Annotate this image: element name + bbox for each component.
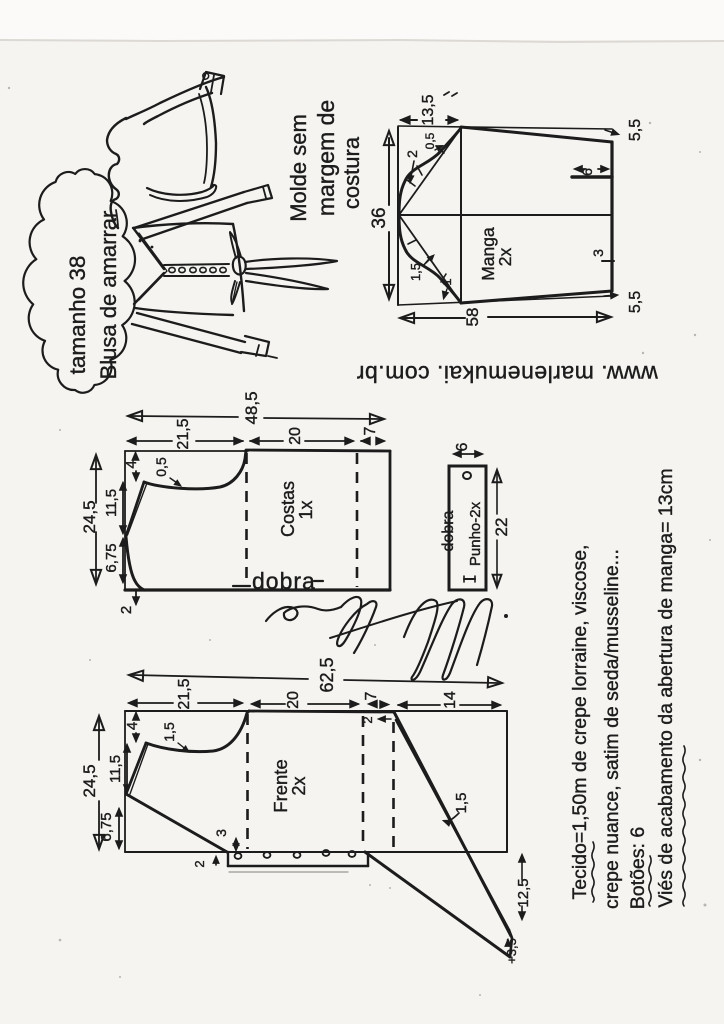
svg-text:7: 7 xyxy=(363,691,380,700)
svg-text:5,5: 5,5 xyxy=(627,119,644,141)
svg-text:2: 2 xyxy=(192,860,207,867)
svg-text:2x: 2x xyxy=(495,248,515,267)
svg-text:11,5: 11,5 xyxy=(107,755,124,783)
svg-text:Punho-2x: Punho-2x xyxy=(467,501,484,566)
svg-text:21,5: 21,5 xyxy=(175,418,192,449)
svg-text:tamanho 38: tamanho 38 xyxy=(65,256,90,375)
svg-text:www. marlenemukai. com.br: www. marlenemukai. com.br xyxy=(356,361,658,387)
svg-text:6,75: 6,75 xyxy=(98,812,115,841)
svg-text:1x: 1x xyxy=(296,500,316,519)
svg-text:Frente: Frente xyxy=(270,759,291,812)
svg-text:costura: costura xyxy=(339,136,364,209)
svg-text:4: 4 xyxy=(124,722,141,730)
svg-text:Manga: Manga xyxy=(478,227,498,281)
svg-text:62,5: 62,5 xyxy=(317,657,337,692)
svg-text:12,5: 12,5 xyxy=(515,878,532,907)
svg-text:2x: 2x xyxy=(289,776,309,795)
svg-text:dobra: dobra xyxy=(252,568,316,594)
svg-text:24,5: 24,5 xyxy=(80,764,99,797)
svg-text:48,5: 48,5 xyxy=(242,391,261,424)
svg-text:Tecido=1,50m de crepe lorraine: Tecido=1,50m de crepe lorraine, viscose, xyxy=(569,545,591,900)
svg-text:1,5: 1,5 xyxy=(161,722,177,742)
svg-text:1,5: 1,5 xyxy=(408,263,423,281)
svg-text:Botões: 6: Botões: 6 xyxy=(627,827,649,909)
svg-text:6,75: 6,75 xyxy=(103,543,120,572)
svg-text:4: 4 xyxy=(123,460,140,468)
svg-text:-dobra-: -dobra- xyxy=(440,505,457,557)
svg-text:3: 3 xyxy=(590,249,606,257)
svg-text:Molde sem: Molde sem xyxy=(286,114,311,222)
svg-text:2: 2 xyxy=(118,606,135,614)
svg-text:1: 1 xyxy=(439,278,454,285)
svg-text:0,5: 0,5 xyxy=(423,132,437,149)
svg-text:5,5: 5,5 xyxy=(627,291,644,313)
svg-text:24,5: 24,5 xyxy=(80,500,99,533)
svg-text:14: 14 xyxy=(442,691,459,709)
svg-text:margem de: margem de xyxy=(313,100,339,216)
svg-text:58: 58 xyxy=(463,308,482,327)
svg-text:36: 36 xyxy=(369,207,390,228)
svg-text:crepe nuance, satim de seda/mu: crepe nuance, satim de seda/musseline... xyxy=(601,549,623,909)
svg-text:11,5: 11,5 xyxy=(103,489,120,517)
svg-text:3: 3 xyxy=(213,829,229,837)
svg-text:Blusa de amarrar: Blusa de amarrar xyxy=(96,211,121,380)
svg-text:6: 6 xyxy=(454,442,471,451)
svg-text:22: 22 xyxy=(492,518,511,537)
svg-text:20: 20 xyxy=(285,691,302,709)
svg-text:Viés de acabamento da abertura: Viés de acabamento da abertura de manga=… xyxy=(655,468,677,907)
svg-text:7: 7 xyxy=(362,426,379,435)
svg-text:20: 20 xyxy=(287,427,304,445)
svg-text:2: 2 xyxy=(360,716,375,723)
svg-text:2: 2 xyxy=(404,150,420,158)
svg-text:21,5: 21,5 xyxy=(176,678,193,709)
svg-text:0,5: 0,5 xyxy=(153,457,169,477)
svg-text:1,5: 1,5 xyxy=(453,793,470,814)
svg-text:Costas: Costas xyxy=(278,481,298,537)
svg-text:13,5: 13,5 xyxy=(420,94,437,125)
svg-text:6: 6 xyxy=(579,168,595,176)
